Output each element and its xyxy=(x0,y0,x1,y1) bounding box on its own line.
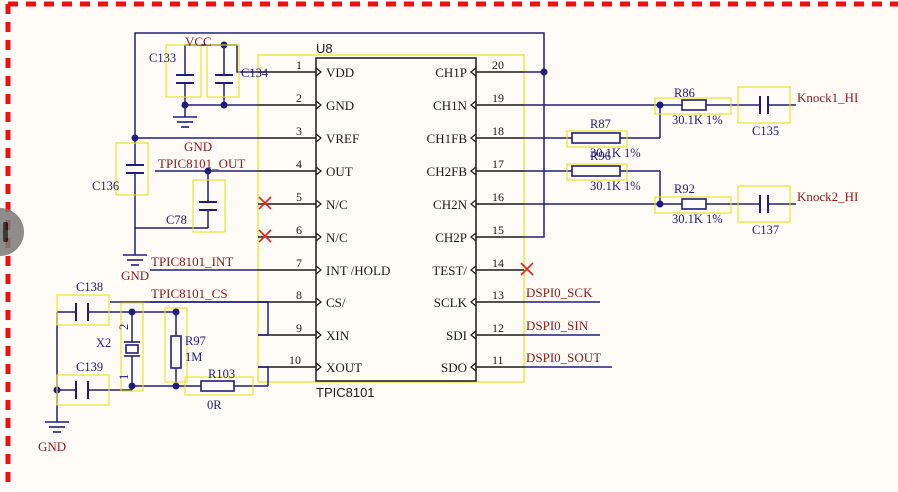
pin-name-9: XIN xyxy=(326,328,350,343)
label-c139: C139 xyxy=(76,360,103,374)
pin-num-2: 2 xyxy=(296,91,302,105)
pin-num-4: 4 xyxy=(296,157,302,171)
ground-symbols xyxy=(45,116,197,433)
chip-designator: U8 xyxy=(316,41,333,56)
no-connect-marks xyxy=(258,196,534,276)
value-r103: 0R xyxy=(207,398,222,412)
pin-num-13: 13 xyxy=(492,288,504,302)
pin-num-10: 10 xyxy=(289,353,301,367)
net-label-gnd-bottom: GND xyxy=(38,439,66,454)
net-label-gnd-top: GND xyxy=(184,139,212,154)
label-x2-pin2: 2 xyxy=(117,324,131,330)
pin-name-1: VDD xyxy=(326,65,354,80)
pin-num-16: 16 xyxy=(492,190,504,204)
pin-num-18: 18 xyxy=(492,124,504,138)
label-r103: R103 xyxy=(208,367,235,381)
net-label-knock2-hi: Knock2_HI xyxy=(797,189,858,204)
capacitor-symbols xyxy=(75,74,769,399)
resistor-symbols xyxy=(170,99,707,392)
label-c138: C138 xyxy=(76,280,103,294)
pin-name-6: N/C xyxy=(326,230,348,245)
pin-num-6: 6 xyxy=(296,223,302,237)
net-label-tpic8101-cs: TPIC8101_CS xyxy=(151,286,228,301)
crystal-x2-symbol xyxy=(124,341,140,357)
label-c78: C78 xyxy=(166,213,187,227)
label-r97: R97 xyxy=(185,334,206,348)
pin-num-14: 14 xyxy=(492,256,504,270)
chip-u8: U8 TPIC8101 xyxy=(257,41,525,400)
label-r86: R86 xyxy=(674,86,695,100)
pin-name-18: CH1FB xyxy=(427,131,468,146)
pin-name-7: INT /HOLD xyxy=(326,263,390,278)
pin-name-13: SCLK xyxy=(434,295,468,310)
pin-num-1: 1 xyxy=(296,58,302,72)
pin-num-19: 19 xyxy=(492,91,504,105)
pin-num-8: 8 xyxy=(296,288,302,302)
pin-name-16: CH2N xyxy=(433,197,468,212)
pin-name-11: SDO xyxy=(441,360,467,375)
label-c136: C136 xyxy=(92,179,119,193)
chip-part-number: TPIC8101 xyxy=(316,385,375,400)
pin-num-3: 3 xyxy=(296,124,302,138)
value-r92: 30.1K 1% xyxy=(672,212,723,226)
value-r96: 30.1K 1% xyxy=(590,179,641,193)
value-r86: 30.1K 1% xyxy=(672,113,723,127)
pin-name-8: CS/ xyxy=(326,295,346,310)
label-x2-pin1: 1 xyxy=(117,374,131,380)
label-c135: C135 xyxy=(752,124,779,138)
pin-num-7: 7 xyxy=(296,256,302,270)
net-label-dspi0-sout: DSPI0_SOUT xyxy=(526,350,601,365)
pin-name-15: CH2P xyxy=(435,230,467,245)
pin-name-17: CH2FB xyxy=(427,164,468,179)
net-label-dspi0-sin: DSPI0_SIN xyxy=(526,318,589,333)
pin-num-17: 17 xyxy=(492,157,504,171)
pin-num-11: 11 xyxy=(492,353,504,367)
component-highlights xyxy=(56,44,791,406)
label-r92: R92 xyxy=(674,182,695,196)
label-r87: R87 xyxy=(590,117,611,131)
label-c133: C133 xyxy=(149,51,176,65)
label-r96: R96 xyxy=(590,149,611,163)
pin-name-2: GND xyxy=(326,98,354,113)
pin-name-20: CH1P xyxy=(435,65,467,80)
pin-num-12: 12 xyxy=(492,321,504,335)
label-c134: C134 xyxy=(241,66,269,80)
net-label-dspi0-sck: DSPI0_SCK xyxy=(526,285,593,300)
junctions xyxy=(53,41,664,394)
label-c137: C137 xyxy=(752,223,779,237)
net-label-tpic8101-int: TPIC8101_INT xyxy=(151,254,233,269)
value-r97: 1M xyxy=(185,350,202,364)
pin-num-5: 5 xyxy=(296,190,302,204)
net-label-gnd-mid: GND xyxy=(121,268,149,283)
pin-name-19: CH1N xyxy=(433,98,468,113)
net-label-vcc: VCC xyxy=(185,34,212,49)
label-x2: X2 xyxy=(96,336,111,350)
pin-name-14: TEST/ xyxy=(432,263,467,278)
pin-name-3: VREF xyxy=(326,131,359,146)
wires xyxy=(56,32,796,422)
pin-name-10: XOUT xyxy=(326,360,362,375)
net-label-tpic8101-out: TPIC8101_OUT xyxy=(158,156,245,171)
pin-num-20: 20 xyxy=(492,58,504,72)
pin-name-5: N/C xyxy=(326,197,348,212)
pin-num-15: 15 xyxy=(492,223,504,237)
value-r87: 30.1K 1% xyxy=(590,146,641,160)
pin-num-9: 9 xyxy=(296,321,302,335)
drag-grip-icon xyxy=(3,222,8,242)
pin-name-12: SDI xyxy=(446,328,467,343)
net-label-knock1-hi: Knock1_HI xyxy=(797,90,858,105)
pin-name-4: OUT xyxy=(326,164,353,179)
